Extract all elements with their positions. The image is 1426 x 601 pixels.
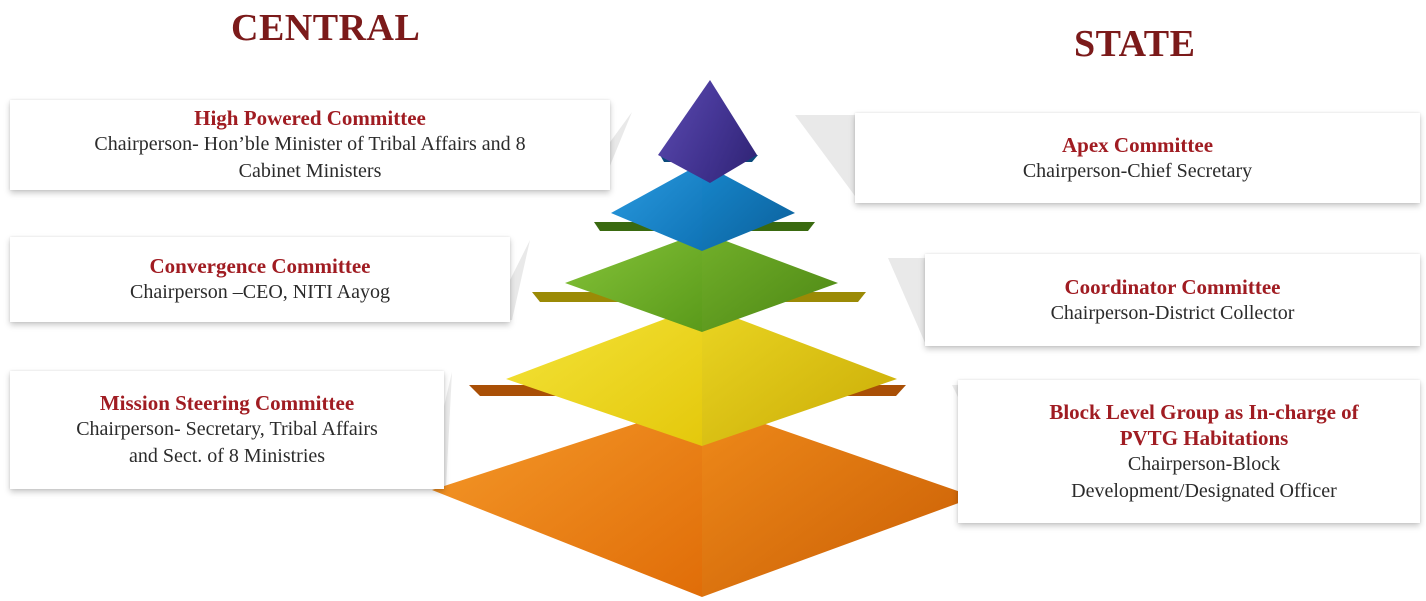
card-desc-line: Cabinet Ministers [238,160,382,182]
card-title: Apex Committee [1061,132,1214,157]
card-desc-line: Chairperson-Block [1127,452,1281,475]
card-desc-line: Development/Designated Officer [1071,479,1337,502]
central-heading: CENTRAL [231,7,421,49]
card-desc-line: and Sect. of 8 Ministries [128,445,326,467]
card-title: Coordinator Committee [1064,274,1281,299]
card-block-level-group: Block Level Group as In-charge of PVTG H… [958,380,1420,523]
pyramid-tier-1 [658,80,757,183]
card-desc-line: Chairperson- Hon’ble Minister of Tribal … [94,133,526,155]
card-coordinator-committee: Coordinator Committee Chairperson-Distri… [925,254,1420,346]
card-title: High Powered Committee [194,106,426,130]
card-title: Mission Steering Committee [99,391,355,415]
card-desc-line: Chairperson-District Collector [1050,301,1295,324]
card-title: Block Level Group as In-charge of [1049,399,1359,424]
card-title: Convergence Committee [149,254,371,278]
card-high-powered-committee: High Powered Committee Chairperson- Hon’… [10,100,610,190]
card-desc-line: Chairperson-Chief Secretary [1022,159,1253,182]
card-mission-steering-committee: Mission Steering Committee Chairperson- … [10,371,444,489]
card-desc-line: Chairperson –CEO, NITI Aayog [130,281,390,303]
state-heading: STATE [1074,23,1196,65]
card-convergence-committee: Convergence Committee Chairperson –CEO, … [10,237,510,322]
card-apex-committee: Apex Committee Chairperson-Chief Secreta… [855,113,1420,203]
card-title: PVTG Habitations [1119,425,1289,450]
card-desc-line: Chairperson- Secretary, Tribal Affairs [76,418,378,440]
